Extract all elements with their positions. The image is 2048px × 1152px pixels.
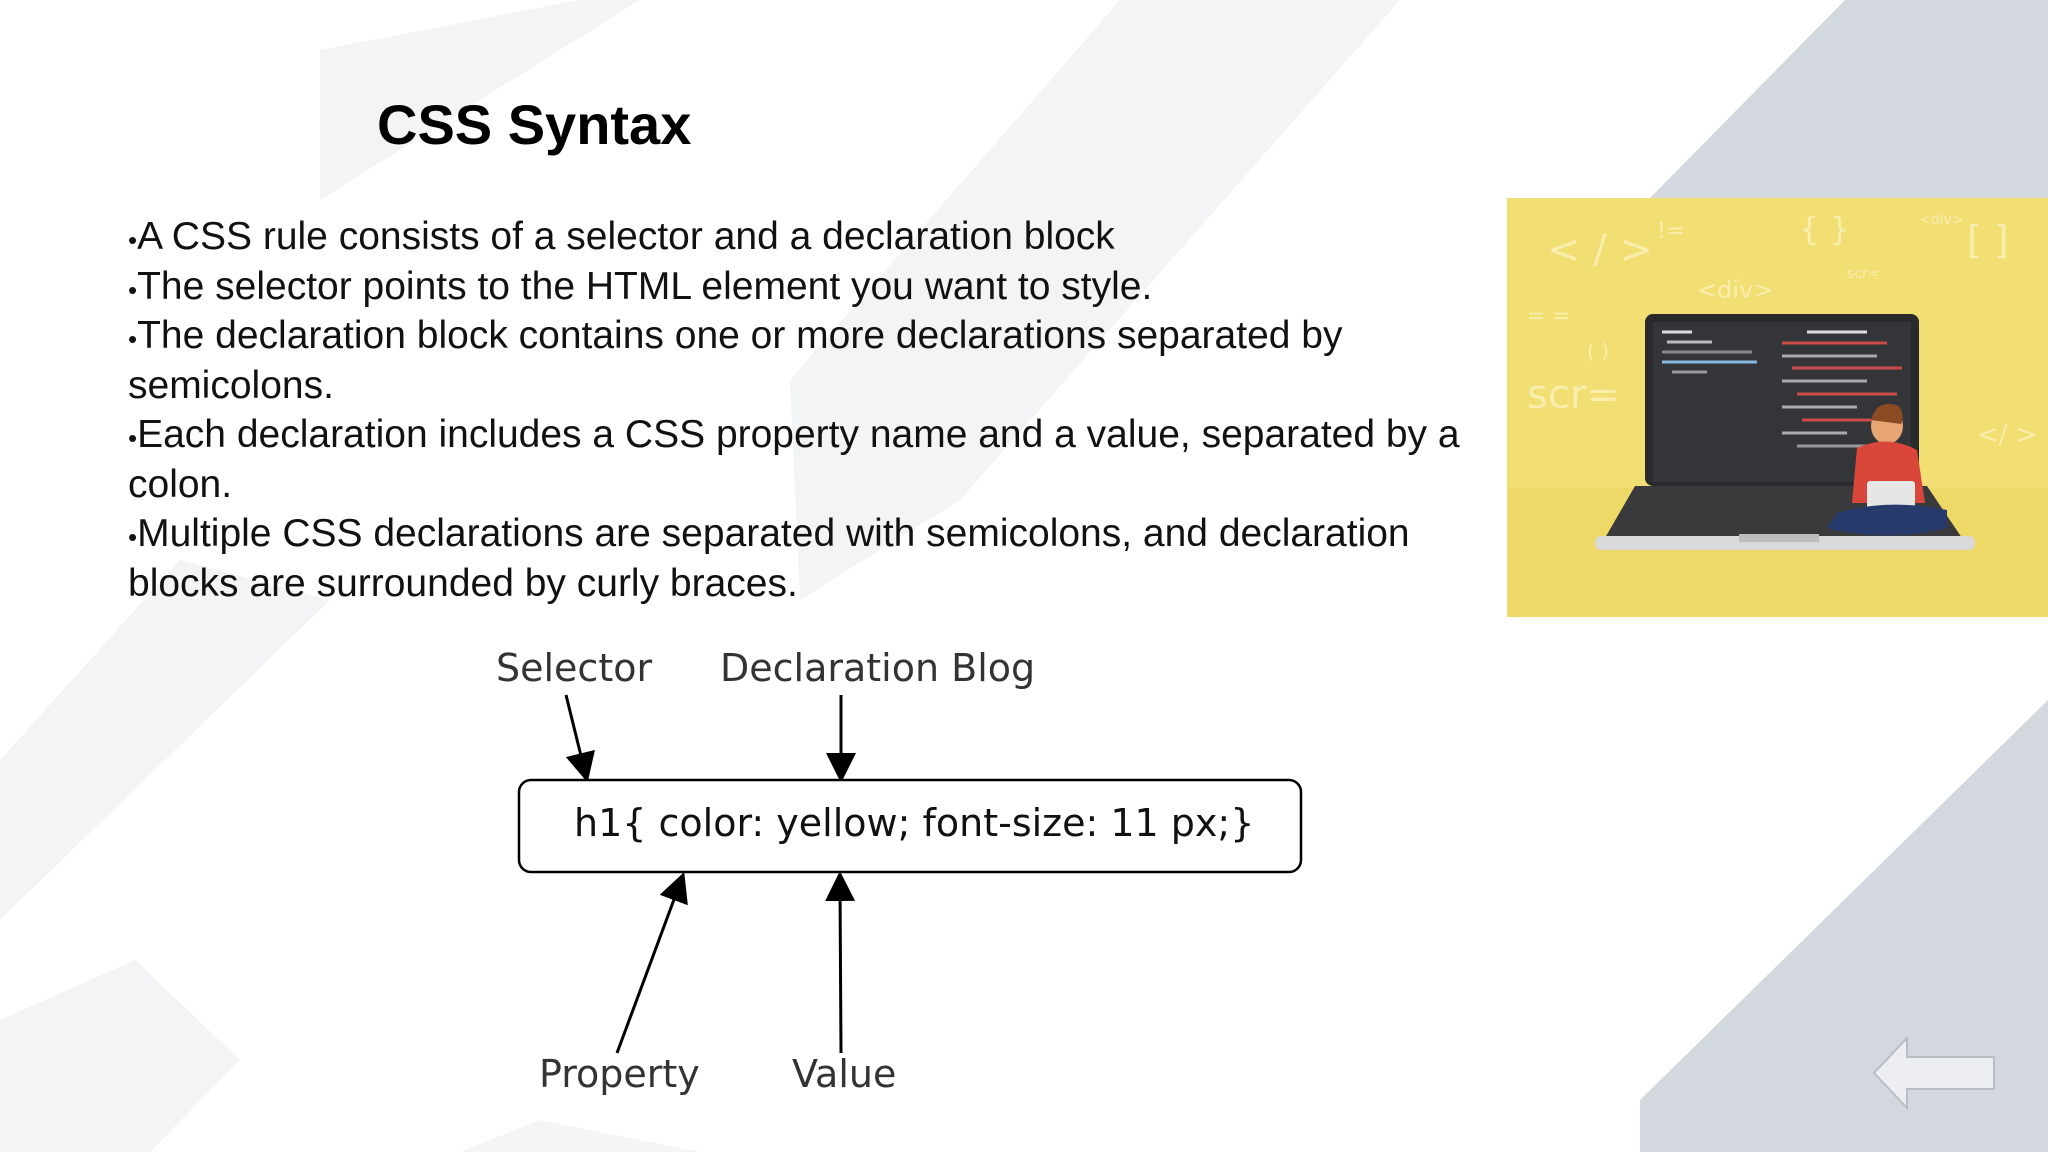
bullet-glyph: • <box>128 423 138 453</box>
deco-code-token: <div> <box>1697 276 1773 304</box>
deco-code-token: = = <box>1527 304 1571 329</box>
bullet-item: •A CSS rule consists of a selector and a… <box>128 212 1468 262</box>
bullet-glyph: • <box>128 522 138 552</box>
deco-code-token: scr= <box>1847 266 1879 282</box>
bullet-glyph: • <box>128 274 138 305</box>
developer-laptop-image: < / > { } [ ] <div> scr= != = = ( ) </ >… <box>1507 198 2048 617</box>
bullet-text: The declaration block contains one or mo… <box>128 314 1343 407</box>
bullet-glyph: • <box>128 225 138 255</box>
bullet-item: •The declaration block contains one or m… <box>128 311 1468 410</box>
bullet-text: Multiple CSS declarations are separated … <box>128 512 1410 605</box>
property-arrow <box>615 871 688 1054</box>
deco-code-token: { } <box>1799 210 1850 248</box>
bullet-item: •The selector points to the HTML element… <box>128 262 1468 312</box>
value-arrow <box>825 871 856 1054</box>
bullet-item: •Each declaration includes a CSS propert… <box>128 410 1468 509</box>
deco-code-token: < / > <box>1547 227 1653 273</box>
property-label: Property <box>539 1052 700 1096</box>
bullet-text: A CSS rule consists of a selector and a … <box>137 215 1115 258</box>
bg-band-1 <box>320 0 640 200</box>
bullet-text: The selector points to the HTML element … <box>137 264 1153 308</box>
bg-band-2 <box>790 0 1400 600</box>
bullet-text: Each declaration includes a CSS property… <box>128 413 1460 506</box>
css-syntax-diagram: Selector Declaration Blog h1{ color: yel… <box>496 646 1303 1096</box>
bg-band-4 <box>0 960 240 1152</box>
corner-shape-top-right <box>1650 0 2048 198</box>
code-box <box>517 778 1303 874</box>
bullet-glyph: • <box>128 324 138 354</box>
person-small-laptop <box>1867 481 1915 509</box>
corner-shape-bottom-right <box>1640 700 2048 1152</box>
laptop-trackpad <box>1739 534 1819 542</box>
deco-code-token: ( ) <box>1587 339 1609 363</box>
selector-arrow <box>564 694 595 783</box>
person-legs <box>1827 504 1947 536</box>
declaration-block-label: Declaration Blog <box>720 646 1035 690</box>
left-arrow-icon[interactable] <box>1872 1035 1996 1111</box>
bullet-list: •A CSS rule consists of a selector and a… <box>128 212 1468 608</box>
bg-band-5 <box>460 1120 700 1152</box>
bullet-item: •Multiple CSS declarations are separated… <box>128 509 1468 608</box>
slide-title: CSS Syntax <box>377 93 692 156</box>
left-arrow-shape <box>1872 1035 1995 1111</box>
deco-code-token: </ > <box>1977 420 2038 450</box>
selector-label: Selector <box>496 646 652 690</box>
deco-code-token: scr= <box>1527 372 1620 418</box>
deco-code-token: != <box>1657 219 1684 244</box>
deco-code-token: [ ] <box>1967 218 2009 262</box>
laptop-base <box>1595 536 1975 550</box>
person-hair <box>1871 403 1903 424</box>
value-label: Value <box>792 1052 896 1096</box>
deco-code-token: <div> <box>1919 212 1964 228</box>
code-text: h1{ color: yellow; font-size: 11 px;} <box>574 801 1254 845</box>
bg-band-3 <box>0 560 330 920</box>
